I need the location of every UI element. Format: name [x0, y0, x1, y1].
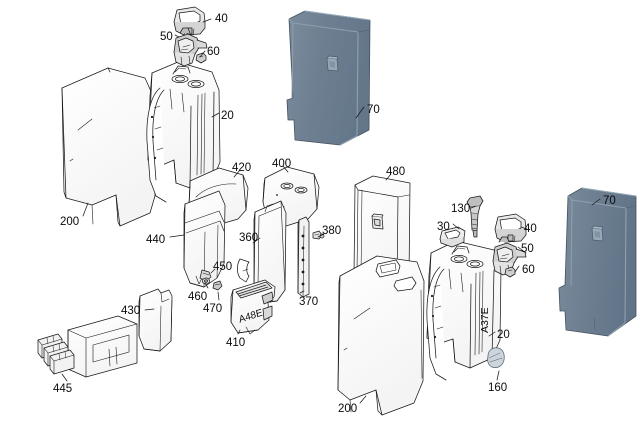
callout-leader-lines	[61, 18, 601, 404]
part-20-right-backrest-frame	[426, 240, 502, 381]
part-200-left-seat-pad	[61, 67, 156, 227]
part-200-right-seat-pad	[337, 255, 425, 416]
part-370-latch-rail	[297, 216, 310, 298]
callout-420: 420	[232, 162, 252, 174]
callout-160: 160	[488, 382, 508, 394]
callout-40-left: 40	[215, 13, 228, 25]
callout-480: 480	[386, 166, 406, 178]
part-20-left-backrest-frame	[146, 61, 221, 203]
callout-450: 450	[213, 261, 233, 273]
callout-60-left: 60	[207, 46, 220, 58]
callout-50-left: 50	[160, 31, 173, 43]
callout-370: 370	[299, 296, 319, 308]
part-60-left-pin	[195, 52, 207, 64]
part-70-right-trim-panel	[558, 187, 637, 337]
part-70-left-trim-panel	[286, 10, 371, 146]
callout-70-left: 70	[367, 104, 380, 116]
callout-380: 380	[322, 225, 342, 237]
callout-50-right: 50	[521, 243, 534, 255]
part-160-grommet	[487, 347, 505, 368]
part-30-cover-cap	[439, 226, 466, 248]
part-130-bolt	[466, 195, 484, 238]
callout-445: 445	[53, 383, 73, 395]
callout-60-right: 60	[522, 264, 535, 276]
part-460-bushing	[202, 277, 210, 285]
part-410-lock-assembly	[230, 279, 276, 335]
part-430-storage-trim	[138, 288, 173, 352]
callout-440: 440	[146, 234, 166, 246]
callout-40-right: 40	[524, 223, 537, 235]
callout-130: 130	[451, 203, 471, 215]
part-445-connector-block	[37, 315, 138, 378]
callout-470: 470	[203, 303, 223, 315]
callout-460: 460	[188, 291, 208, 303]
part-50-right-latch-mechanism	[492, 236, 527, 276]
callout-200-right: 200	[338, 403, 358, 415]
callout-410: 410	[226, 337, 246, 349]
part-440-armrest-body	[183, 190, 226, 288]
callout-360: 360	[239, 232, 259, 244]
part-40-right-headrest-guide	[494, 213, 527, 243]
callout-430: 430	[121, 305, 141, 317]
callout-20-right: 20	[497, 329, 510, 341]
engraved-code-a37e: A37E	[479, 307, 491, 333]
part-60-right-pin	[504, 266, 516, 278]
callout-30: 30	[437, 221, 450, 233]
callout-70-right: 70	[603, 195, 616, 207]
part-470-screw	[212, 280, 223, 291]
callout-20-left: 20	[221, 110, 234, 122]
callout-400: 400	[272, 158, 292, 170]
callout-200-left: 200	[60, 216, 80, 228]
part-50-left-latch-mechanism	[173, 27, 208, 67]
part-40-left-headrest-guide	[173, 6, 206, 36]
part-380-clip	[312, 230, 325, 240]
